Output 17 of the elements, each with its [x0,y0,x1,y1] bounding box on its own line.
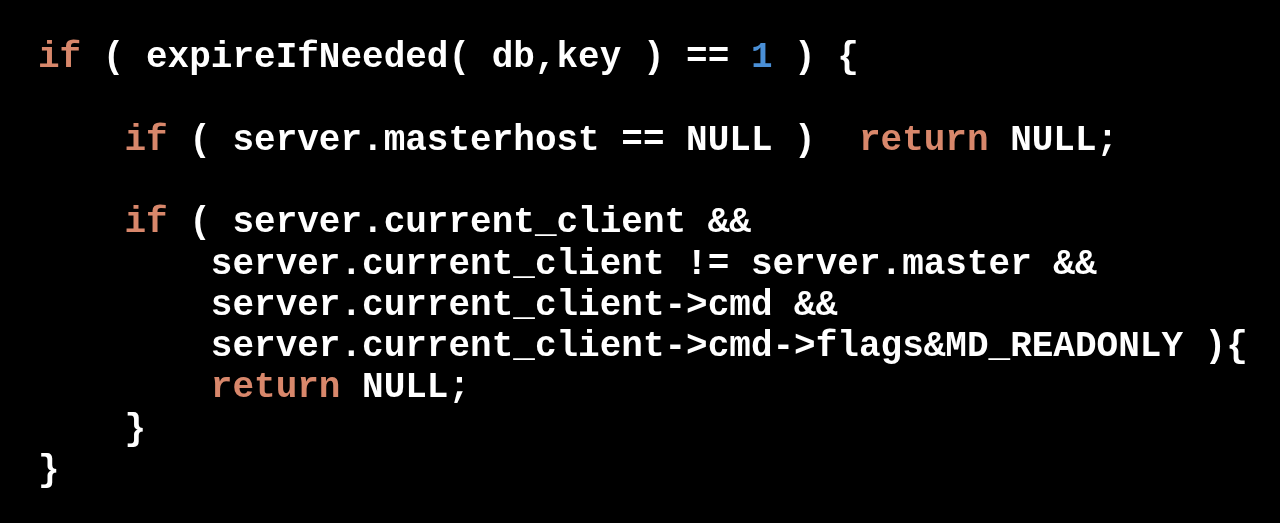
code-text: server.current_client->cmd && [210,284,838,326]
code-text: server.current_client->cmd->flags&MD_READONLY ){ [210,326,1248,368]
code-keyword: if [124,202,168,244]
code-text: ) { [794,37,859,78]
code-text: ( expireIfNeeded( db,key ) == [102,37,730,78]
code-text: ( server.masterhost == NULL ) [189,119,816,161]
code-number: 1 [750,37,773,78]
code-text: ( server.current_client && [189,202,751,244]
code-keyword: if [124,119,168,161]
code-keyword: return [210,367,341,409]
code-text: NULL; [1010,119,1119,161]
code-text: NULL; [362,367,471,409]
code-text: } [38,450,60,491]
code-text: server.current_client != server.master && [210,243,1097,285]
code-keyword: if [38,37,82,78]
code-text: } [124,408,146,450]
code-keyword: return [858,119,989,161]
